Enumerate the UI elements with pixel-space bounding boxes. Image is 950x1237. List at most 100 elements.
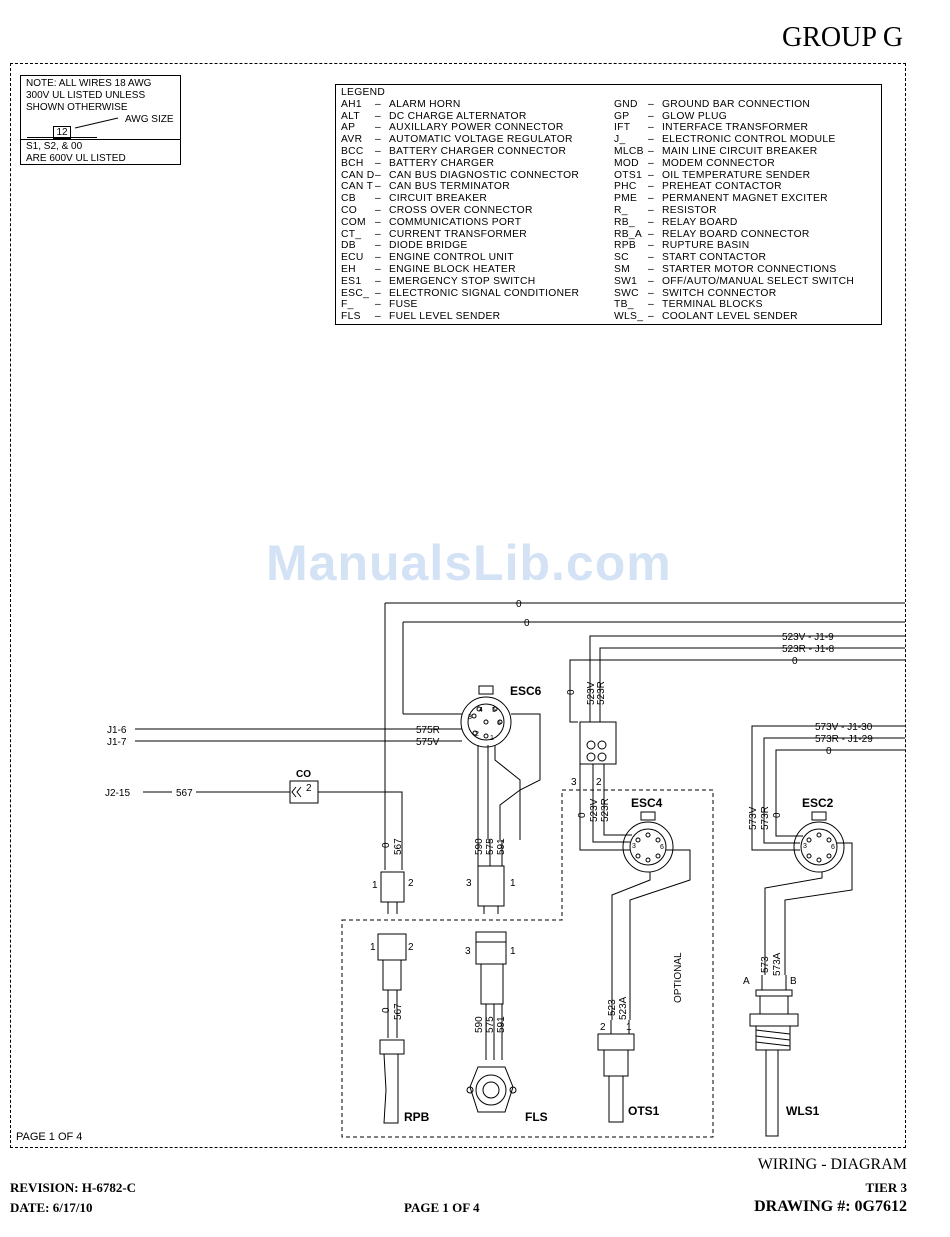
- legend-description: MODEM CONNECTOR: [662, 157, 775, 169]
- rpb-plug-upper: [380, 871, 405, 903]
- label-523: 523: [607, 999, 618, 1016]
- fls-plug-lower: [466, 931, 517, 1113]
- legend-dash: –: [375, 98, 382, 110]
- legend-description: FUEL LEVEL SENDER: [389, 311, 501, 323]
- legend-row: GND–GROUND BAR CONNECTION: [614, 99, 872, 111]
- label-wire-0: 0: [792, 656, 798, 667]
- legend-code: CAN T: [341, 181, 374, 193]
- note-footer-line: S1, S2, & 00: [26, 141, 83, 152]
- legend-description: INTERFACE TRANSFORMER: [662, 122, 809, 134]
- legend-dash: –: [375, 157, 382, 169]
- ots1-pin-2: 2: [600, 1022, 606, 1033]
- legend-row: OTS1–OIL TEMPERATURE SENDER: [614, 170, 872, 182]
- legend-code: DB: [341, 240, 356, 252]
- label-523r-j18: 523R - J1-8: [782, 644, 835, 655]
- esc6-pin-1: 1: [490, 735, 494, 742]
- esc4-plug-pin-3: 3: [571, 777, 577, 788]
- legend-dash: –: [648, 299, 655, 311]
- co-connector: [289, 780, 319, 804]
- legend-dash: –: [648, 204, 655, 216]
- legend-row: ECU–ENGINE CONTROL UNIT: [341, 252, 614, 264]
- legend-description: PREHEAT CONTACTOR: [662, 181, 782, 193]
- label-523v-j19: 523V - J1-9: [782, 632, 834, 643]
- label-wire-0-esc4-low: 0: [577, 812, 588, 818]
- legend-description: RUPTURE BASIN: [662, 240, 750, 252]
- legend-dash: –: [375, 122, 382, 134]
- awg-label: AWG SIZE: [125, 114, 174, 125]
- esc6-pin-2: 2: [475, 731, 479, 738]
- label-ots1: OTS1: [628, 1104, 660, 1118]
- legend-row: PME–PERMANENT MAGNET EXCITER: [614, 193, 872, 205]
- legend-code: R_: [614, 204, 628, 216]
- legend-row: FLS–FUEL LEVEL SENDER: [341, 311, 614, 323]
- label-590-lower: 590: [474, 1016, 485, 1033]
- legend-dash: –: [648, 181, 655, 193]
- legend-code: SW1: [614, 275, 638, 287]
- note-box: NOTE: ALL WIRES 18 AWG 300V UL LISTED UN…: [20, 75, 181, 165]
- date: DATE: 6/17/10: [10, 1200, 93, 1215]
- legend-row: R_ –RESISTOR: [614, 205, 872, 217]
- wire-573a: [784, 842, 853, 975]
- legend-row: CT_–CURRENT TRANSFORMER: [341, 229, 614, 241]
- legend-code: ALT: [341, 110, 361, 122]
- legend-code: GP: [614, 110, 630, 122]
- legend-code: IFT: [614, 122, 631, 134]
- esc2-connector: [793, 811, 845, 873]
- legend-description: PERMANENT MAGNET EXCITER: [662, 193, 828, 205]
- legend-description: GLOW PLUG: [662, 110, 728, 122]
- legend-description: RELAY BOARD: [662, 216, 738, 228]
- esc4-upper-connector: [579, 721, 617, 765]
- legend-dash: –: [375, 169, 382, 181]
- label-wire-0-esc4: 0: [566, 689, 577, 695]
- legend-code: AP: [341, 122, 356, 134]
- legend-row: GP–GLOW PLUG: [614, 111, 872, 123]
- drawing-title: WIRING - DIAGRAM: [757, 1156, 907, 1173]
- rpb-plug-lower: [377, 933, 407, 1124]
- legend-dash: –: [375, 287, 382, 299]
- wire-591-b: [494, 745, 521, 840]
- legend-code: ECU: [341, 252, 364, 264]
- awg-line: [27, 137, 97, 138]
- label-575-lower: 575: [485, 1016, 496, 1033]
- legend-description: OIL TEMPERATURE SENDER: [662, 169, 811, 181]
- wire-523: [611, 872, 651, 1020]
- legend-code: SWC: [614, 287, 639, 299]
- legend-code: EH: [341, 263, 356, 275]
- wire-523v: [589, 635, 905, 722]
- legend-dash: –: [375, 134, 382, 146]
- legend-dash: –: [648, 252, 655, 264]
- legend-row: MOD–MODEM CONNECTOR: [614, 158, 872, 170]
- fls-plug-pin-3: 3: [466, 878, 472, 889]
- legend-code: F_: [341, 299, 354, 311]
- label-575: 575: [485, 838, 496, 855]
- legend-code: GND: [614, 98, 638, 110]
- legend-code: SM: [614, 263, 631, 275]
- legend-dash: –: [375, 311, 382, 323]
- tier: TIER 3: [865, 1180, 907, 1195]
- legend-description: FUSE: [389, 299, 418, 311]
- esc6-connector: [460, 685, 512, 748]
- label-591: 591: [496, 838, 507, 855]
- label-523a: 523A: [618, 996, 629, 1020]
- wls1-pin-b: B: [790, 976, 797, 987]
- legend-description: DIODE BRIDGE: [389, 240, 468, 252]
- legend-dash: –: [375, 110, 382, 122]
- legend-code: CAN D: [341, 169, 375, 181]
- fls-plug-pin-1: 1: [510, 878, 516, 889]
- legend-dash: –: [375, 240, 382, 252]
- legend-dash: –: [648, 145, 655, 157]
- legend-description: CROSS OVER CONNECTOR: [389, 204, 533, 216]
- legend-row: CAN T–CAN BUS TERMINATOR: [341, 181, 614, 193]
- legend-description: RESISTOR: [662, 204, 717, 216]
- legend-dash: –: [375, 204, 382, 216]
- legend-dash: –: [648, 275, 655, 287]
- legend-row: COM–COMMUNICATIONS PORT: [341, 217, 614, 229]
- fls-lower-pin-3: 3: [465, 946, 471, 957]
- note-line: 300V UL LISTED UNLESS: [26, 90, 146, 101]
- legend-code: RPB: [614, 240, 637, 252]
- legend-row: CAN D–CAN BUS DIAGNOSTIC CONNECTOR: [341, 170, 614, 182]
- legend-code: TB_: [614, 299, 634, 311]
- legend-row: SC–START CONTACTOR: [614, 252, 872, 264]
- legend-description: COOLANT LEVEL SENDER: [662, 311, 798, 323]
